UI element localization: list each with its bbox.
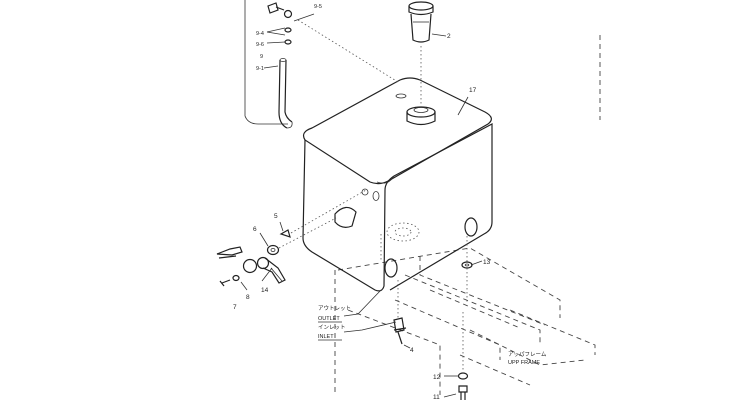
callout-9-6: 9-6 (256, 42, 264, 48)
upper-frame (334, 35, 601, 395)
callout-9-4: 9-4 (256, 31, 264, 37)
callout-13: 13 (483, 259, 491, 266)
upp-frame-label-jp: アッパフレーム (508, 351, 547, 358)
callout-12: 12 (433, 374, 441, 381)
mounting-hardware (457, 236, 473, 400)
callouts: 9-5 9-4 9-6 9 9-1 2 17 5 6 14 8 7 13 4 1… (233, 4, 491, 401)
callout-9-1: 9-1 (256, 66, 264, 72)
level-gauge-assembly (216, 189, 367, 287)
leader-lines (240, 13, 483, 398)
inlet-label: INLET (318, 334, 334, 340)
callout-5: 5 (274, 213, 278, 220)
port-labels: アウトレット OUTLET インレット INLET アッパフレーム UPP FR… (318, 304, 547, 366)
callout-8: 8 (246, 294, 250, 301)
inlet-label-jp: インレット (318, 325, 346, 331)
callout-2: 2 (447, 33, 451, 40)
outlet-label: OUTLET (318, 316, 340, 322)
callout-9: 9 (260, 54, 263, 60)
strainer (408, 1, 434, 104)
callout-9-5: 9-5 (314, 4, 322, 10)
callout-11: 11 (433, 394, 440, 400)
callout-4: 4 (410, 347, 414, 354)
callout-14: 14 (261, 287, 269, 294)
breather-parts (267, 2, 399, 129)
callout-17: 17 (469, 87, 477, 94)
callout-6: 6 (253, 226, 257, 233)
fuel-tank (302, 77, 493, 292)
outlet-label-jp: アウトレット (318, 304, 351, 312)
inset-panel (244, 0, 288, 125)
drain-fitting (393, 280, 407, 345)
upp-frame-label: UPP FRAME (508, 360, 540, 366)
callout-7: 7 (233, 304, 237, 311)
